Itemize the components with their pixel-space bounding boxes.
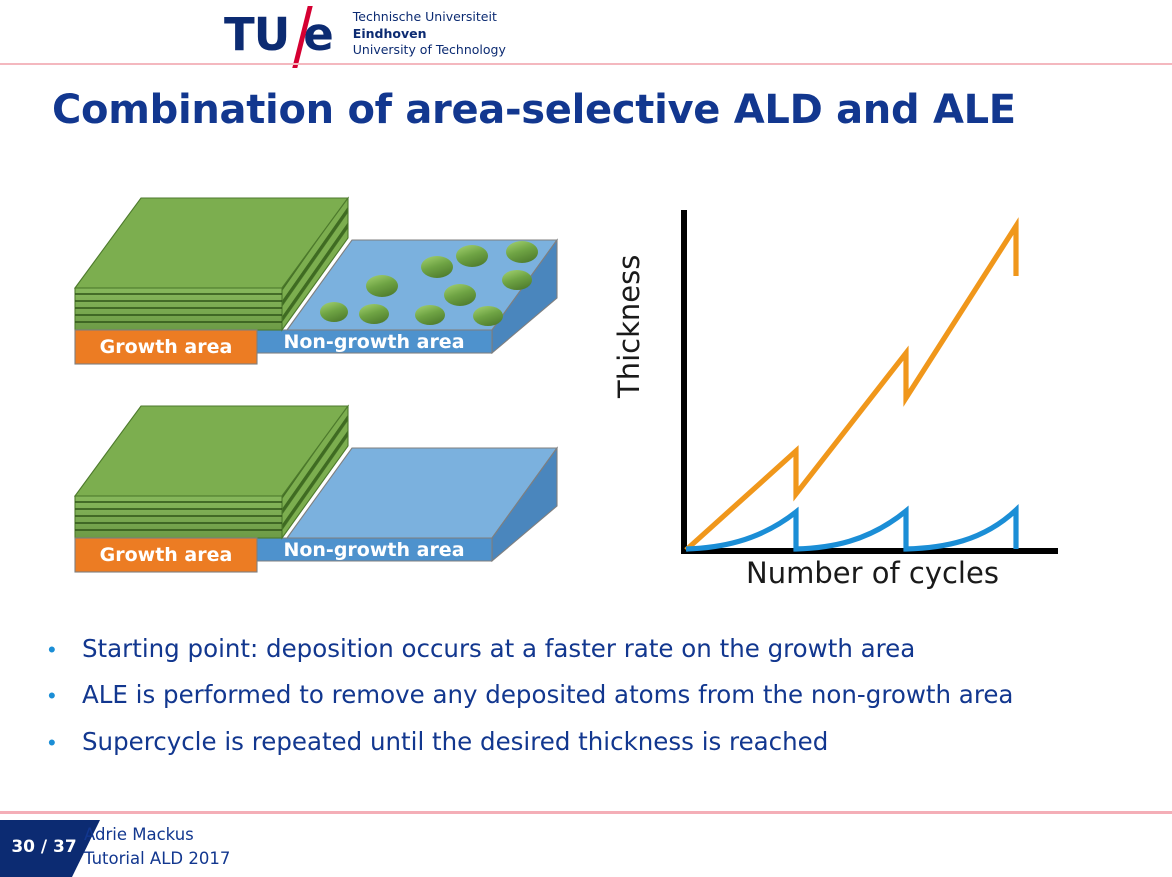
nuclei-group bbox=[320, 241, 538, 326]
thickness-vs-cycles-chart: Thickness Number of cycles bbox=[612, 198, 1068, 590]
bullet-marker-icon: • bbox=[48, 683, 56, 709]
bullet-marker-icon: • bbox=[48, 729, 56, 755]
header-divider bbox=[0, 63, 1172, 65]
page-number: 30 / 37 bbox=[11, 837, 77, 857]
film-layer-lines bbox=[75, 501, 282, 531]
tue-logo-wordmark: Technische Universiteit Eindhoven Univer… bbox=[353, 9, 506, 59]
tue-logo-line1: Technische Universiteit bbox=[352, 9, 497, 25]
series-growth-area bbox=[684, 217, 1019, 552]
bullet-text: Supercycle is repeated until the desired… bbox=[82, 726, 829, 756]
film-layer-lines bbox=[75, 293, 282, 323]
growth-area-band bbox=[74, 537, 258, 573]
series-nongrowth-area bbox=[685, 503, 1019, 552]
list-item: • ALE is performed to remove any deposit… bbox=[44, 680, 1124, 709]
nongrowth-area-label: Non-growth area bbox=[283, 331, 464, 353]
film-stack-front bbox=[74, 495, 283, 539]
page-title: Combination of area-selective ALD and AL… bbox=[52, 87, 1016, 133]
bullet-text: ALE is performed to remove any deposited… bbox=[82, 680, 1014, 710]
footer-divider bbox=[0, 811, 1172, 814]
bullet-text: Starting point: deposition occurs at a f… bbox=[82, 634, 916, 663]
chart-y-axis-label: Thickness bbox=[612, 254, 646, 398]
nongrowth-area-label: Non-growth area bbox=[283, 539, 464, 561]
growth-area-label: Growth area bbox=[100, 336, 233, 358]
footer-credits: Adrie Mackus Tutorial ALD 2017 bbox=[84, 823, 230, 871]
chart-canvas bbox=[681, 210, 1058, 554]
growth-area-label: Growth area bbox=[100, 544, 233, 566]
tue-logo-line3: University of Technology bbox=[352, 42, 506, 58]
bullet-list: • Starting point: deposition occurs at a… bbox=[44, 634, 1124, 773]
bullet-marker-icon: • bbox=[48, 637, 56, 662]
growth-area-band bbox=[74, 329, 258, 365]
film-stack-front bbox=[74, 287, 283, 331]
diagram-before-ale: Growth area Non-growth area bbox=[73, 196, 559, 365]
list-item: • Starting point: deposition occurs at a… bbox=[44, 634, 1124, 663]
footer-event: Tutorial ALD 2017 bbox=[84, 848, 231, 868]
tue-logo-tu: TU bbox=[224, 7, 290, 61]
tue-logo-line2: Eindhoven bbox=[352, 25, 427, 41]
list-item: • Supercycle is repeated until the desir… bbox=[44, 727, 1124, 756]
diagram-after-ale: Growth area Non-growth area bbox=[73, 404, 559, 573]
footer-author: Adrie Mackus bbox=[84, 825, 194, 844]
chart-x-axis-label: Number of cycles bbox=[746, 556, 999, 590]
